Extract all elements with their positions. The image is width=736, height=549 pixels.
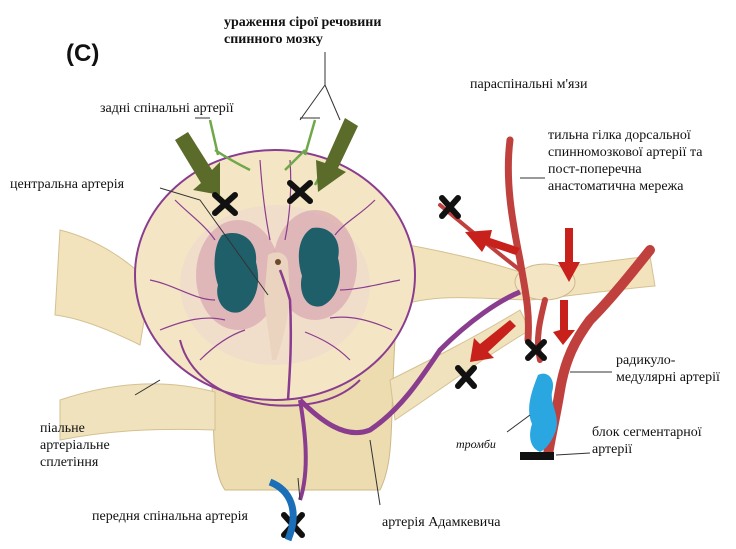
segmental-block-label: блок сегментарної артерії: [592, 424, 712, 458]
gray-matter-lesion-label: ураження сірої речовини спинного мозку: [224, 14, 424, 48]
pial-plexus-label: піальне артеріальне сплетіння: [40, 420, 140, 471]
panel-label: (C): [66, 40, 99, 68]
segmental-block-bar: [520, 452, 554, 460]
central-artery-label: центральна артерія: [10, 176, 124, 193]
paraspinal-muscles-label: параспінальні м'язи: [470, 76, 587, 93]
adamkiewicz-label: артерія Адамкевича: [382, 514, 501, 531]
anterior-spinal-artery-label: передня спінальна артерія: [92, 508, 248, 525]
radiculomedullary-label: радикуло-медулярні артерії: [616, 352, 728, 386]
dorsal-branch-label: тильна гілка дорсальної спинномозкової а…: [548, 127, 728, 195]
central-canal: [275, 259, 281, 265]
thrombi-label: тромби: [456, 436, 496, 453]
posterior-spinal-arteries-label: задні спінальні артерії: [100, 100, 234, 117]
anterior-spinal-segment-blue: [270, 482, 293, 540]
ischemic-horn-right: [299, 228, 340, 307]
